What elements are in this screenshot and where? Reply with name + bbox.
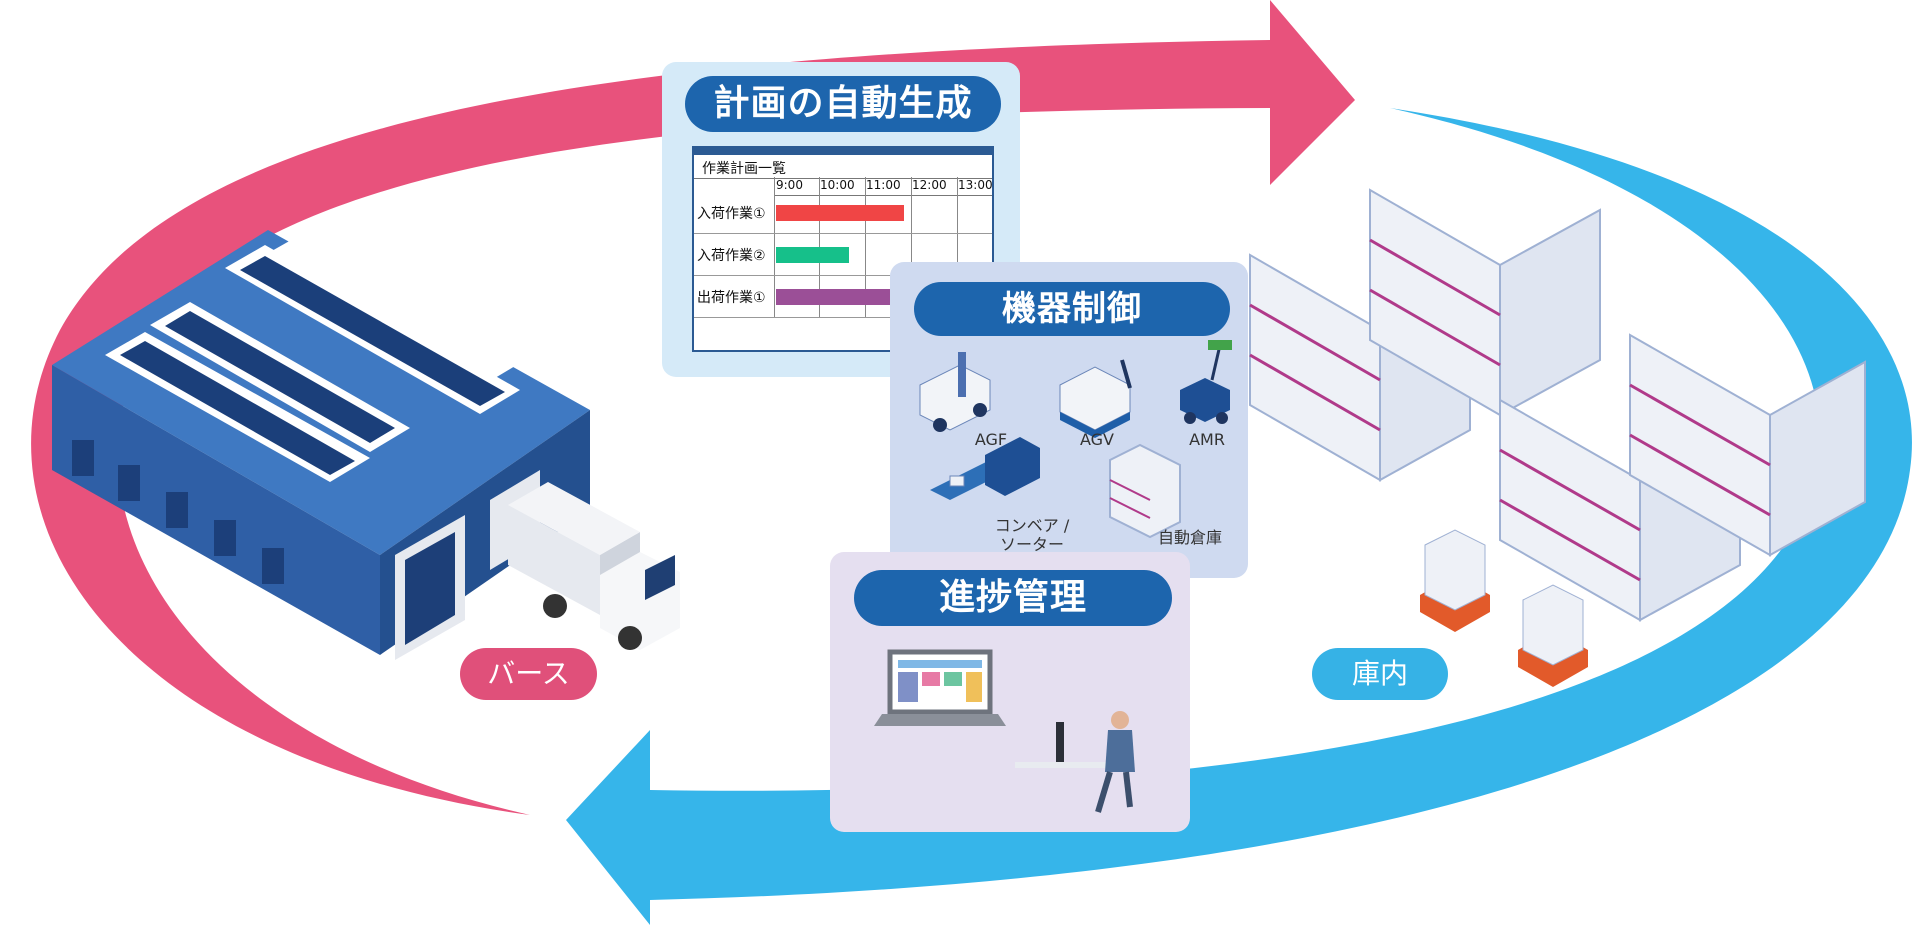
schedule-row-label: 入荷作業② — [697, 248, 766, 264]
agv-carts — [1420, 529, 1588, 687]
schedule-grid: 9:00 10:00 11:00 12:00 13:00 入荷作業① 入荷作業②… — [694, 177, 993, 352]
device-icons — [919, 340, 1232, 539]
plan-title: 計画の自動生成 — [685, 76, 1001, 132]
blue-cycle-arrow — [566, 108, 1912, 925]
time-label: 10:00 — [820, 178, 855, 192]
time-label: 12:00 — [912, 178, 947, 192]
time-label: 11:00 — [866, 178, 901, 192]
amr-robot-icon — [1180, 340, 1232, 424]
truck — [508, 482, 680, 650]
berth-tag: バース — [460, 648, 597, 700]
time-axis: 9:00 10:00 11:00 12:00 13:00 — [774, 177, 993, 196]
schedule-bar — [776, 205, 904, 221]
warehouse-building — [52, 230, 590, 660]
time-label: 13:00 — [958, 178, 993, 192]
device-label-amr: AMR — [1189, 430, 1225, 449]
worker-at-desk-icon — [1015, 711, 1135, 813]
agf-forklift-icon — [919, 352, 991, 432]
device-title: 機器制御 — [914, 282, 1230, 336]
storage-racks — [1249, 188, 1866, 622]
schedule-row-label: 出荷作業① — [697, 290, 766, 306]
schedule-bar — [776, 247, 849, 263]
time-label: 9:00 — [776, 178, 803, 192]
automated-warehouse-icon — [1109, 443, 1181, 539]
device-label-agv: AGV — [1079, 430, 1114, 449]
laptop-icon — [874, 649, 1006, 726]
schedule-bar — [776, 289, 896, 305]
agv-cart-icon — [1059, 359, 1132, 438]
progress-title: 進捗管理 — [854, 570, 1172, 626]
conveyor-sorter-icon — [930, 437, 1040, 500]
schedule-row-label: 入荷作業① — [697, 206, 766, 222]
schedule-header: 作業計画一覧 — [694, 155, 992, 179]
device-label-conveyor: コンベア / ソーター — [994, 516, 1070, 554]
schedule-window-bar — [694, 148, 992, 155]
device-label-agf: AGF — [974, 430, 1008, 449]
progress-illustration — [874, 649, 1135, 813]
warehouse-interior-tag: 庫内 — [1312, 648, 1448, 700]
pink-cycle-arrow — [31, 0, 1356, 815]
device-label-auto-warehouse: 自動倉庫 — [1157, 528, 1222, 547]
